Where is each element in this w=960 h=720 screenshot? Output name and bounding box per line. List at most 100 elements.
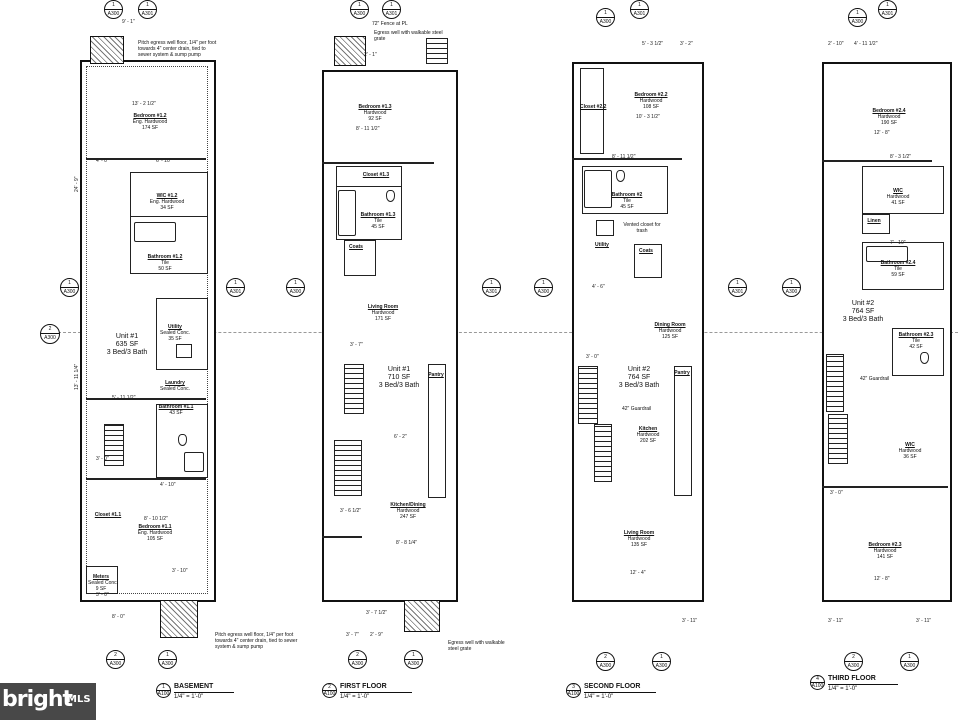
wall xyxy=(322,536,362,538)
plan-title: SECOND FLOOR xyxy=(584,683,641,690)
dim: 12' - 8" xyxy=(874,130,890,136)
dim: 4' - 11 1/2" xyxy=(854,41,878,47)
dim: 3' - 7" xyxy=(346,632,359,638)
stair xyxy=(344,364,364,414)
dim: 4' - 0" xyxy=(96,158,109,164)
stair xyxy=(594,424,612,482)
building-outline xyxy=(322,70,458,602)
stair xyxy=(426,38,448,64)
dim: 8' - 11 1/2" xyxy=(356,126,380,132)
dim: 3' - 7 1/2" xyxy=(366,610,388,616)
title-underline xyxy=(584,692,656,693)
note-egress-front: Egress well with walkable steel grate xyxy=(448,640,505,652)
plan-title: THIRD FLOOR xyxy=(828,675,876,682)
room-wic xyxy=(862,166,944,214)
dim: 9' - 1" xyxy=(122,19,135,25)
dim: 2' - 9" xyxy=(370,632,383,638)
building-outline xyxy=(80,60,216,602)
wall xyxy=(86,158,206,160)
note-egress-front: Pitch egress well floor, 1/4" per foot t… xyxy=(215,632,298,650)
plan-basement: Pitch egress well floor, 1/4" per foot t… xyxy=(60,0,297,720)
dim: 3' - 0" xyxy=(586,354,599,360)
dim: 12' - 4" xyxy=(630,570,646,576)
note-fence: 72" Fence at PL xyxy=(372,21,408,27)
dim: 6' - 2" xyxy=(394,434,407,440)
dim: 3' - 7" xyxy=(350,342,363,348)
toilet xyxy=(386,190,395,202)
dim: 2' - 10" xyxy=(828,41,844,47)
bathtub xyxy=(866,246,908,262)
room-linen-box xyxy=(862,214,890,234)
plan-first-floor: 72" Fence at PL Egress well with walkabl… xyxy=(286,0,505,720)
dim: 3' - 2" xyxy=(680,41,693,47)
title-underline xyxy=(828,684,898,685)
bathtub xyxy=(134,222,176,242)
stair xyxy=(828,414,848,464)
stair xyxy=(104,424,124,466)
toilet xyxy=(920,352,929,364)
room-coats-box xyxy=(344,240,376,276)
dim: 8' - 11 1/2" xyxy=(612,154,636,160)
dim: 3' - 11" xyxy=(828,618,844,624)
dim: 8' - 3 1/2" xyxy=(890,154,912,160)
dim: 3' - 0" xyxy=(96,592,109,598)
note-guardrail: 42" Guardrail xyxy=(860,376,890,382)
dim: 13' - 11 1/4" xyxy=(74,363,80,390)
wall xyxy=(822,486,948,488)
room-pantry: Pantry xyxy=(428,372,444,378)
room-utility: Utility xyxy=(595,242,609,248)
egress-well-front xyxy=(404,600,440,632)
stair xyxy=(826,354,844,412)
plan-scale: 1/4" = 1'-0" xyxy=(828,686,858,692)
note-egress-rear: Pitch egress well floor, 1/4" per foot t… xyxy=(138,40,217,58)
dim: 8' - 0" xyxy=(112,614,125,620)
toilet xyxy=(178,434,187,446)
room-utility-box xyxy=(156,298,208,370)
dim: 6' - 10" xyxy=(156,158,172,164)
toilet xyxy=(616,170,625,182)
room-trash-closet: Vented closet for trash xyxy=(623,222,661,234)
title-underline xyxy=(174,692,234,693)
watermark-mls: MLS xyxy=(67,694,91,705)
equipment xyxy=(176,344,192,358)
dim: 3' - 0" xyxy=(96,456,109,462)
kitchen-counter xyxy=(428,364,446,498)
dim: 4' - 10" xyxy=(160,482,176,488)
dim: 3' - 0" xyxy=(830,490,843,496)
room-coats: Coats xyxy=(639,248,653,254)
room-closet-2-2: Closet #2.2 xyxy=(580,104,607,110)
wall xyxy=(822,160,932,162)
equipment xyxy=(596,220,614,236)
